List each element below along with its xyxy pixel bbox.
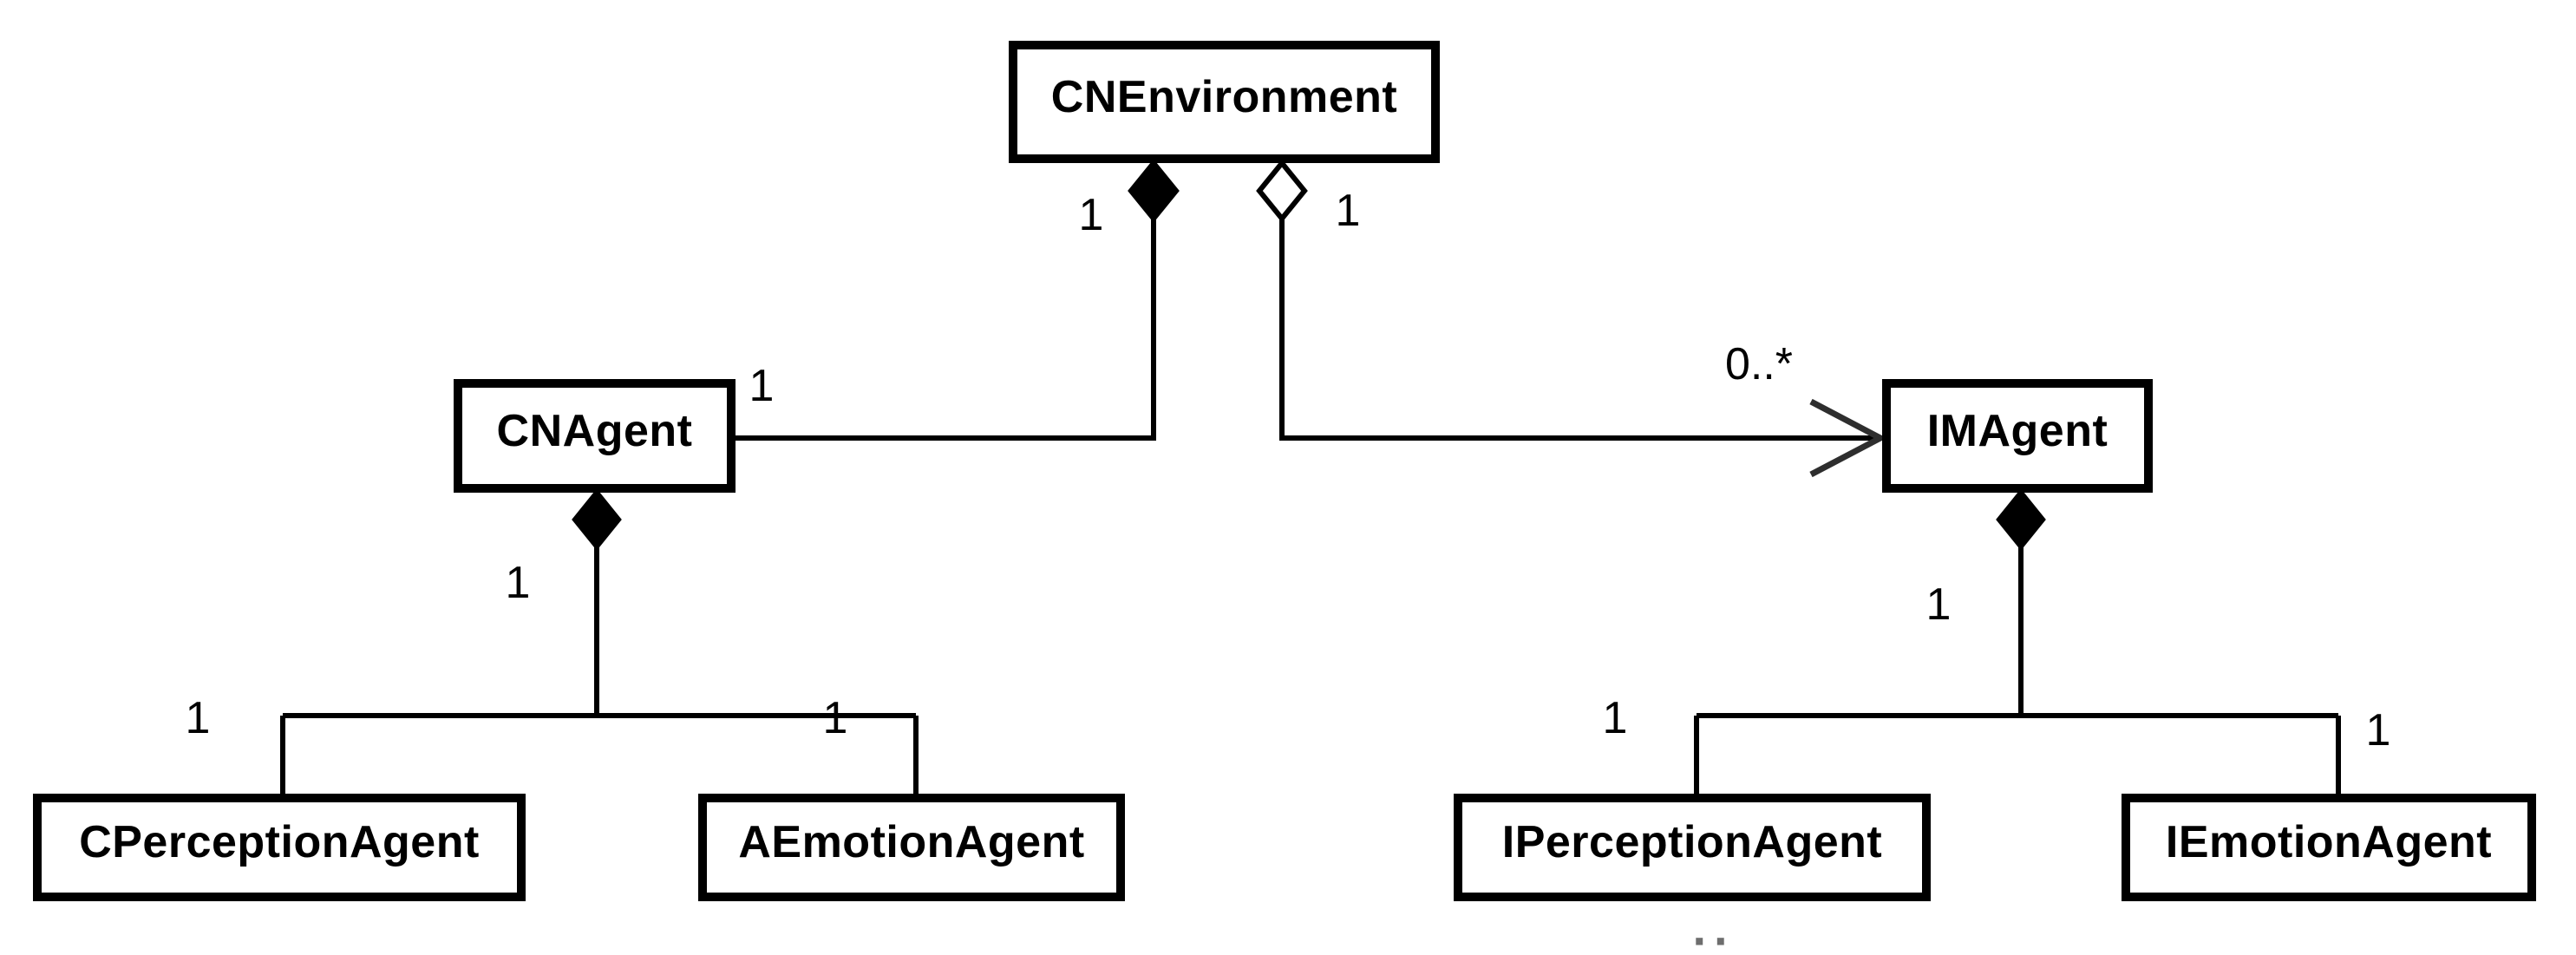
multiplicity-label: 0..* — [1724, 339, 1794, 389]
class-box-iemotionagent: IEmotionAgent — [2122, 794, 2536, 901]
composition-diamond-icon — [572, 488, 622, 551]
multiplicity-label: 1 — [1078, 190, 1104, 240]
multiplicity-label: 1 — [749, 361, 775, 411]
multiplicity-label: 1 — [2365, 705, 2391, 755]
multiplicity-label: 1 — [505, 558, 531, 608]
class-name-label: CPerceptionAgent — [79, 817, 480, 867]
class-name-label: AEmotionAgent — [738, 817, 1085, 867]
class-box-aemotionagent: AEmotionAgent — [698, 794, 1125, 901]
class-box-cnagent: CNAgent — [454, 379, 736, 493]
multiplicity-label: 1 — [1925, 579, 1952, 630]
faint-dots-mark: .. — [1692, 900, 1736, 955]
multiplicity-label: 1 — [1335, 186, 1361, 236]
cnenvironment-imagent-connector-line — [1279, 219, 1877, 441]
class-name-label: IEmotionAgent — [2165, 817, 2493, 867]
class-box-imagent: IMAgent — [1882, 379, 2153, 493]
class-name-label: IMAgent — [1926, 405, 2109, 456]
class-name-label: IPerceptionAgent — [1501, 817, 1883, 867]
class-name-label: CNAgent — [496, 405, 693, 456]
composition-diamond-icon — [1128, 159, 1180, 223]
aggregation-diamond-icon — [1256, 159, 1308, 223]
multiplicity-label: 1 — [822, 693, 848, 743]
class-box-cperceptionagent: CPerceptionAgent — [33, 794, 526, 901]
class-box-cnenvironment: CNEnvironment — [1009, 41, 1440, 163]
multiplicity-label: 1 — [185, 693, 211, 743]
composition-diamond-icon — [1996, 488, 2046, 551]
class-name-label: CNEnvironment — [1050, 71, 1398, 122]
cnenvironment-cnagent-connector-line — [736, 219, 1156, 441]
class-box-iperceptionagent: IPerceptionAgent — [1454, 794, 1931, 901]
open-arrowhead-icon — [1809, 398, 1887, 478]
multiplicity-label: 1 — [1602, 693, 1628, 743]
